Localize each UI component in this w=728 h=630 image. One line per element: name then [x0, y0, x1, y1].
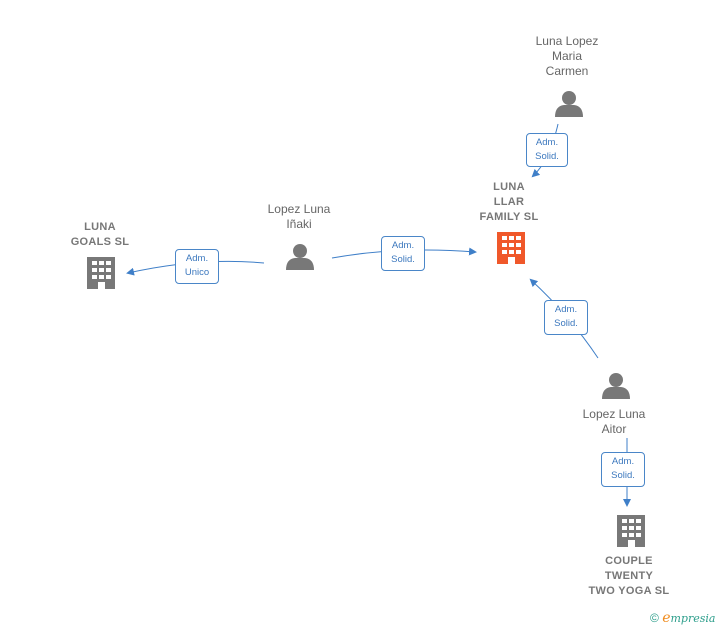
role-box-maria-carmen-luna-llar[interactable]: Adm. Solid.: [526, 133, 568, 167]
building-icon: [497, 232, 525, 264]
person-icon: [286, 244, 314, 270]
role-box-inaki-luna-llar[interactable]: Adm. Solid.: [381, 236, 425, 271]
node-label-lopez-luna-aitor: Lopez Luna Aitor: [582, 407, 646, 436]
brand-name-rest: mpresia: [670, 612, 716, 625]
role-box-inaki-luna-goals[interactable]: Adm. Unico: [175, 249, 219, 284]
node-label-luna-goals: LUNA GOALS SL: [70, 221, 130, 248]
copyright-symbol: ©: [650, 611, 659, 625]
node-label-lopez-luna-inaki: Lopez Luna Iñaki: [267, 202, 331, 231]
building-icon: [87, 257, 115, 289]
person-icon: [602, 373, 630, 399]
role-box-aitor-luna-llar[interactable]: Adm. Solid.: [544, 300, 588, 335]
brand-logo: © empresia: [650, 610, 715, 626]
node-label-luna-llar-family: LUNA LLAR FAMILY SL: [479, 181, 539, 223]
role-box-aitor-couple-twenty[interactable]: Adm. Solid.: [601, 452, 645, 487]
building-icon: [617, 515, 645, 547]
node-label-luna-lopez-maria-carmen: Luna Lopez Maria Carmen: [535, 34, 599, 78]
node-label-couple-twenty-two-yoga: COUPLE TWENTY TWO YOGA SL: [588, 555, 670, 597]
brand-e-letter: e: [662, 610, 671, 626]
person-icon: [555, 91, 583, 117]
